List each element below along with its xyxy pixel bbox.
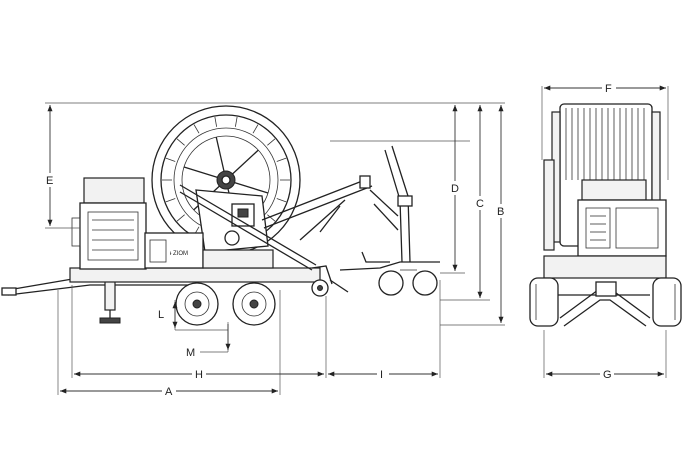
front-axle [558,281,651,327]
label-h: H [195,369,203,381]
front-view [529,103,682,327]
label-i: I [380,369,383,381]
machine-plate: ᵻ ZIOM [170,251,188,257]
hose-guide-arm [179,175,373,271]
side-view: ᵻ ZIOM [1,105,440,326]
front-chassis [543,255,667,279]
label-a: A [165,386,173,398]
label-g: G [603,369,612,381]
front-tire-right [652,277,682,327]
label-d: D [451,183,459,195]
label-l: L [158,309,164,321]
wheel-front [175,282,219,326]
dimension-labels: E D C B L M H I A F G [43,81,616,398]
chassis-frame [69,267,321,283]
wheel-rear [232,282,276,326]
guide-wheel [311,265,349,297]
sprinkler-cart [339,145,440,296]
engine-unit [71,177,147,270]
label-e: E [46,175,53,187]
label-b: B [497,206,504,218]
label-f: F [605,83,612,95]
label-c: C [476,198,484,210]
front-tire-left [529,277,559,327]
label-m: M [186,347,195,359]
